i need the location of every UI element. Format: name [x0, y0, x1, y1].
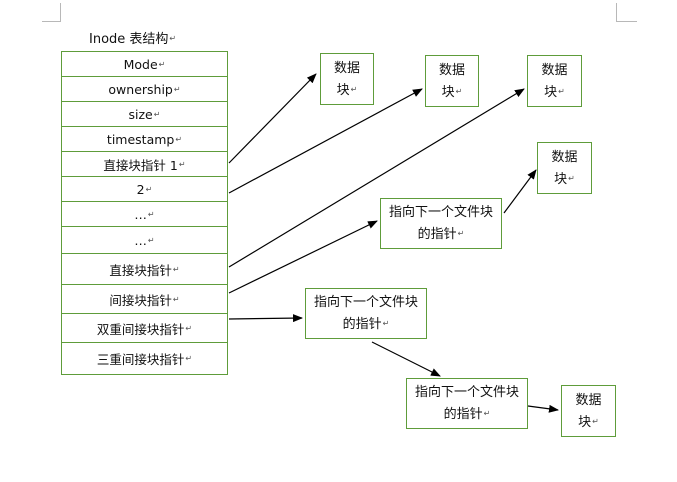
paragraph-mark: ↵: [382, 319, 390, 328]
data-block-label: 数据块↵: [438, 62, 465, 100]
inode-row-label: …: [134, 232, 147, 248]
paragraph-mark: ↵: [169, 34, 177, 43]
pointer-block-label: 指向下一个文件块的指针↵: [313, 295, 418, 332]
data-block-label: 数据块↵: [333, 60, 360, 98]
paragraph-mark: ↵: [483, 409, 491, 418]
paragraph-mark: ↵: [568, 173, 575, 183]
data-block-label: 数据块↵: [541, 62, 568, 100]
inode-row-label: …: [134, 206, 147, 222]
inode-row-label: 间接块指针: [109, 292, 172, 308]
paragraph-mark: ↵: [145, 184, 153, 194]
crop-mark-left: [42, 3, 61, 22]
inode-row-label: 三重间接块指针: [96, 352, 185, 367]
paragraph-mark: ↵: [172, 264, 180, 274]
arrow-pointer-box-to-pointer-box: [371, 341, 441, 377]
paragraph-mark: ↵: [455, 86, 463, 96]
data-block-box: 数据块↵: [527, 55, 582, 107]
paragraph-mark: ↵: [558, 86, 565, 96]
arrow-direct-2-to-data-block: [228, 88, 423, 194]
inode-row-label: 直接块指针: [109, 262, 172, 278]
arrow-indirect-to-pointer-box: [228, 220, 378, 294]
arrow-double-indirect-to-pointer-box: [228, 314, 303, 323]
pointer-block-box: 指向下一个文件块的指针↵: [305, 288, 427, 339]
inode-row-label: 双重间接块指针: [96, 321, 185, 337]
paragraph-mark: ↵: [147, 209, 155, 219]
inode-row-label: timestamp: [106, 131, 175, 147]
paragraph-mark: ↵: [178, 159, 186, 169]
pointer-block-label: 指向下一个文件块的指针↵: [388, 205, 493, 242]
diagram-title-text: Inode 表结构: [89, 32, 169, 47]
data-block-box: 数据块↵: [320, 53, 374, 105]
data-block-label: 数据块↵: [575, 392, 602, 430]
inode-table: Mode↵ ownership↵ size↵ timestamp↵ 直接块指针 …: [61, 51, 228, 375]
crop-mark-right: [616, 3, 637, 22]
paragraph-mark: ↵: [592, 416, 599, 426]
arrow-pointer-box-to-final-data-block: [527, 404, 559, 413]
inode-row-label: 2: [136, 181, 145, 197]
paragraph-mark: ↵: [350, 84, 358, 94]
arrow-direct-to-data-block: [228, 88, 525, 268]
paragraph-mark: ↵: [457, 229, 465, 238]
arrow-pointer-box-to-data-block: [503, 169, 537, 214]
inode-row-label: size: [128, 106, 153, 122]
data-block-label: 数据块↵: [551, 149, 578, 187]
paragraph-mark: ↵: [185, 323, 193, 333]
data-block-box: 数据块↵: [537, 142, 592, 194]
paragraph-mark: ↵: [172, 294, 180, 304]
paragraph-mark: ↵: [153, 109, 161, 119]
pointer-block-label: 指向下一个文件块的指针↵: [414, 385, 519, 422]
inode-row-label: Mode: [123, 56, 158, 72]
pointer-block-box: 指向下一个文件块的指针↵: [380, 198, 502, 249]
diagram-title: Inode 表结构↵: [89, 28, 176, 47]
data-block-box: 数据块↵: [561, 385, 616, 437]
arrow-direct-1-to-data-block: [228, 73, 317, 164]
inode-row-label: 直接块指针 1: [103, 157, 178, 173]
pointer-block-box: 指向下一个文件块的指针↵: [406, 378, 528, 429]
paragraph-mark: ↵: [175, 134, 183, 144]
data-block-box: 数据块↵: [425, 55, 479, 107]
paragraph-mark: ↵: [147, 235, 155, 245]
inode-row-label: ownership: [108, 81, 173, 97]
paragraph-mark: ↵: [158, 59, 166, 69]
inode-row-triple-indirect-pointer: 三重间接块指针↵: [61, 342, 228, 375]
paragraph-mark: ↵: [173, 84, 181, 94]
paragraph-mark: ↵: [185, 354, 193, 363]
